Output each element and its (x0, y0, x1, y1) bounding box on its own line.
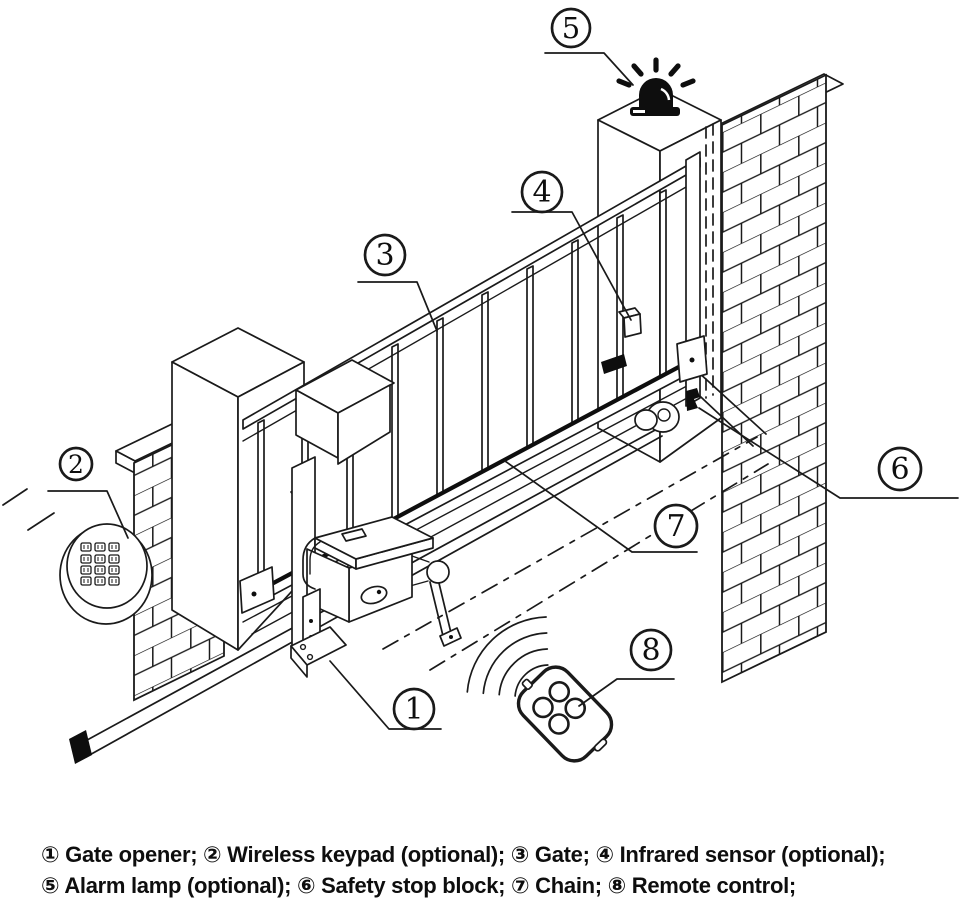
callout-1: 1 (329, 660, 442, 731)
legend-line-2: ⑤ Alarm lamp (optional); ⑥ Safety stop b… (41, 873, 796, 898)
reflector-plate (601, 354, 627, 374)
callout-1-number: 1 (404, 692, 423, 727)
drive-sprocket (426, 560, 450, 584)
callout-8-number: 8 (641, 633, 660, 668)
alarm-lamp (616, 57, 696, 116)
diagram-canvas: 1 2 3 4 5 6 7 8 (2, 7, 959, 764)
remote-antenna-nub (521, 678, 533, 691)
safety-stop-block (686, 388, 700, 411)
callout-7-number: 7 (666, 509, 685, 544)
lamp-dome (639, 78, 673, 109)
callout-6-number: 6 (890, 452, 909, 487)
right-brick-wall (705, 73, 844, 684)
signal-dashes-icon (2, 488, 55, 531)
chain-anchor-plate (676, 335, 708, 383)
callout-7: 7 (504, 460, 699, 553)
callout-8: 8 (578, 628, 675, 707)
motor-cover (314, 516, 434, 560)
lamp-base (630, 107, 680, 116)
callout-4: 4 (511, 170, 632, 321)
callout-6: 6 (698, 407, 959, 499)
remote-port (593, 738, 608, 752)
keypad-face (66, 523, 148, 609)
callout-4-number: 4 (532, 175, 551, 210)
keypad-buttons (80, 542, 120, 586)
wireless-keypad (2, 488, 153, 625)
remote-control (516, 665, 614, 763)
callout-5-number: 5 (562, 11, 580, 45)
callout-3-number: 3 (375, 238, 394, 273)
legend-line-1: ① Gate opener; ② Wireless keypad (option… (41, 842, 886, 867)
infrared-sensor (618, 307, 642, 338)
cover-slot (341, 528, 367, 542)
remote-signal-waves (466, 616, 549, 697)
legend: ① Gate opener; ② Wireless keypad (option… (41, 839, 953, 901)
latch-plate (239, 566, 275, 614)
remote-buttons (532, 680, 587, 735)
left-pillar (171, 327, 305, 651)
right-wall-bricks (721, 73, 827, 684)
track-end-block (69, 730, 92, 764)
callout-2: 2 (47, 446, 129, 539)
gate-opener (290, 516, 462, 678)
callout-5: 5 (544, 7, 634, 86)
callout-3: 3 (357, 233, 438, 332)
guide-roller (634, 401, 680, 433)
callout-2-number: 2 (68, 450, 84, 479)
